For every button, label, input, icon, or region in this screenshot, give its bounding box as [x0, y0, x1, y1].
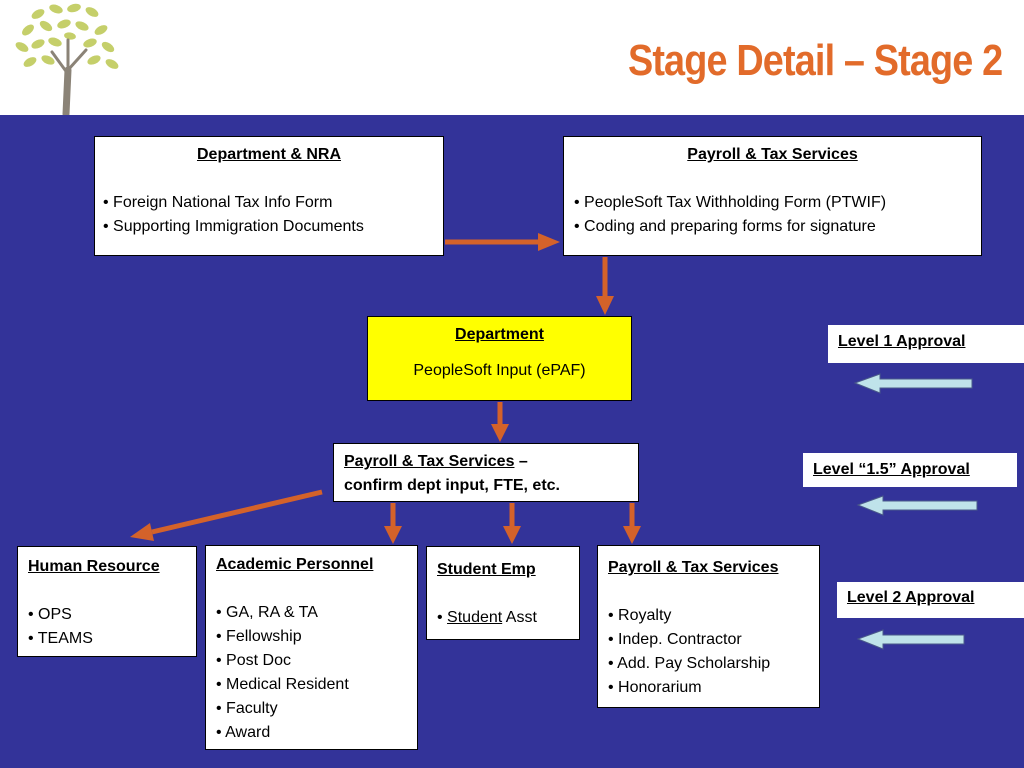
list-item: • Royalty [608, 607, 672, 624]
list-item: • Fellowship [216, 628, 302, 645]
human-resource-title: Human Resource [28, 558, 160, 575]
level-1-5-approval-label: Level “1.5” Approval [803, 453, 1017, 487]
payroll-tax-services-mid-title: Payroll & Tax Services [344, 453, 515, 470]
department-nra-box: Department & NRA • Foreign National Tax … [94, 136, 444, 256]
list-item: • TEAMS [28, 630, 93, 647]
list-item: • Coding and preparing forms for signatu… [574, 218, 876, 235]
list-item: • Post Doc [216, 652, 291, 669]
list-item: • Foreign National Tax Info Form [103, 194, 333, 211]
human-resource-box: Human Resource • OPS • TEAMS [17, 546, 197, 657]
list-item: • Medical Resident [216, 676, 349, 693]
page-title: Stage Detail – Stage 2 [627, 36, 1003, 85]
academic-personnel-title: Academic Personnel [216, 556, 374, 573]
student-emp-title: Student Emp [437, 561, 536, 578]
level-2-approval-label: Level 2 Approval [837, 582, 1024, 618]
list-item: • OPS [28, 606, 72, 623]
student-text: Student [447, 609, 503, 626]
payroll-tax-services-top-title: Payroll & Tax Services [687, 146, 858, 163]
asst-text: Asst [502, 609, 537, 626]
payroll-tax-services-mid-box: Payroll & Tax Services – confirm dept in… [333, 443, 639, 502]
department-box: Department PeopleSoft Input (ePAF) [367, 316, 632, 401]
level-1-text: Level 1 Approval [838, 333, 966, 350]
level-1-5-text: Level “1.5” Approval [813, 461, 970, 478]
confirm-line: confirm dept input, FTE, etc. [344, 477, 560, 494]
list-item: • GA, RA & TA [216, 604, 318, 621]
list-item: • Honorarium [608, 679, 702, 696]
list-item: • Faculty [216, 700, 278, 717]
level-1-approval-label: Level 1 Approval [828, 325, 1024, 363]
list-item: • Indep. Contractor [608, 631, 742, 648]
department-title: Department [455, 326, 544, 343]
academic-personnel-box: Academic Personnel • GA, RA & TA • Fello… [205, 545, 418, 750]
slide-header: Stage Detail – Stage 2 [0, 0, 1024, 116]
list-item: • PeopleSoft Tax Withholding Form (PTWIF… [574, 194, 887, 211]
payroll-tax-services-bottom-title: Payroll & Tax Services [608, 559, 779, 576]
payroll-tax-services-bottom-box: Payroll & Tax Services • Royalty • Indep… [597, 545, 820, 708]
payroll-tax-services-top-box: Payroll & Tax Services • PeopleSoft Tax … [563, 136, 982, 256]
department-nra-title: Department & NRA [196, 146, 341, 163]
list-item: • Add. Pay Scholarship [608, 655, 771, 672]
list-item: • Student Asst [437, 606, 569, 630]
tree-logo-icon [15, 3, 119, 116]
list-item: • Award [216, 724, 271, 741]
dash-text: – [514, 453, 528, 470]
department-line: PeopleSoft Input (ePAF) [413, 362, 586, 379]
level-2-text: Level 2 Approval [847, 589, 975, 606]
list-item: • Supporting Immigration Documents [103, 218, 364, 235]
student-emp-box: Student Emp • Student Asst [426, 546, 580, 640]
bullet: • [437, 609, 448, 626]
